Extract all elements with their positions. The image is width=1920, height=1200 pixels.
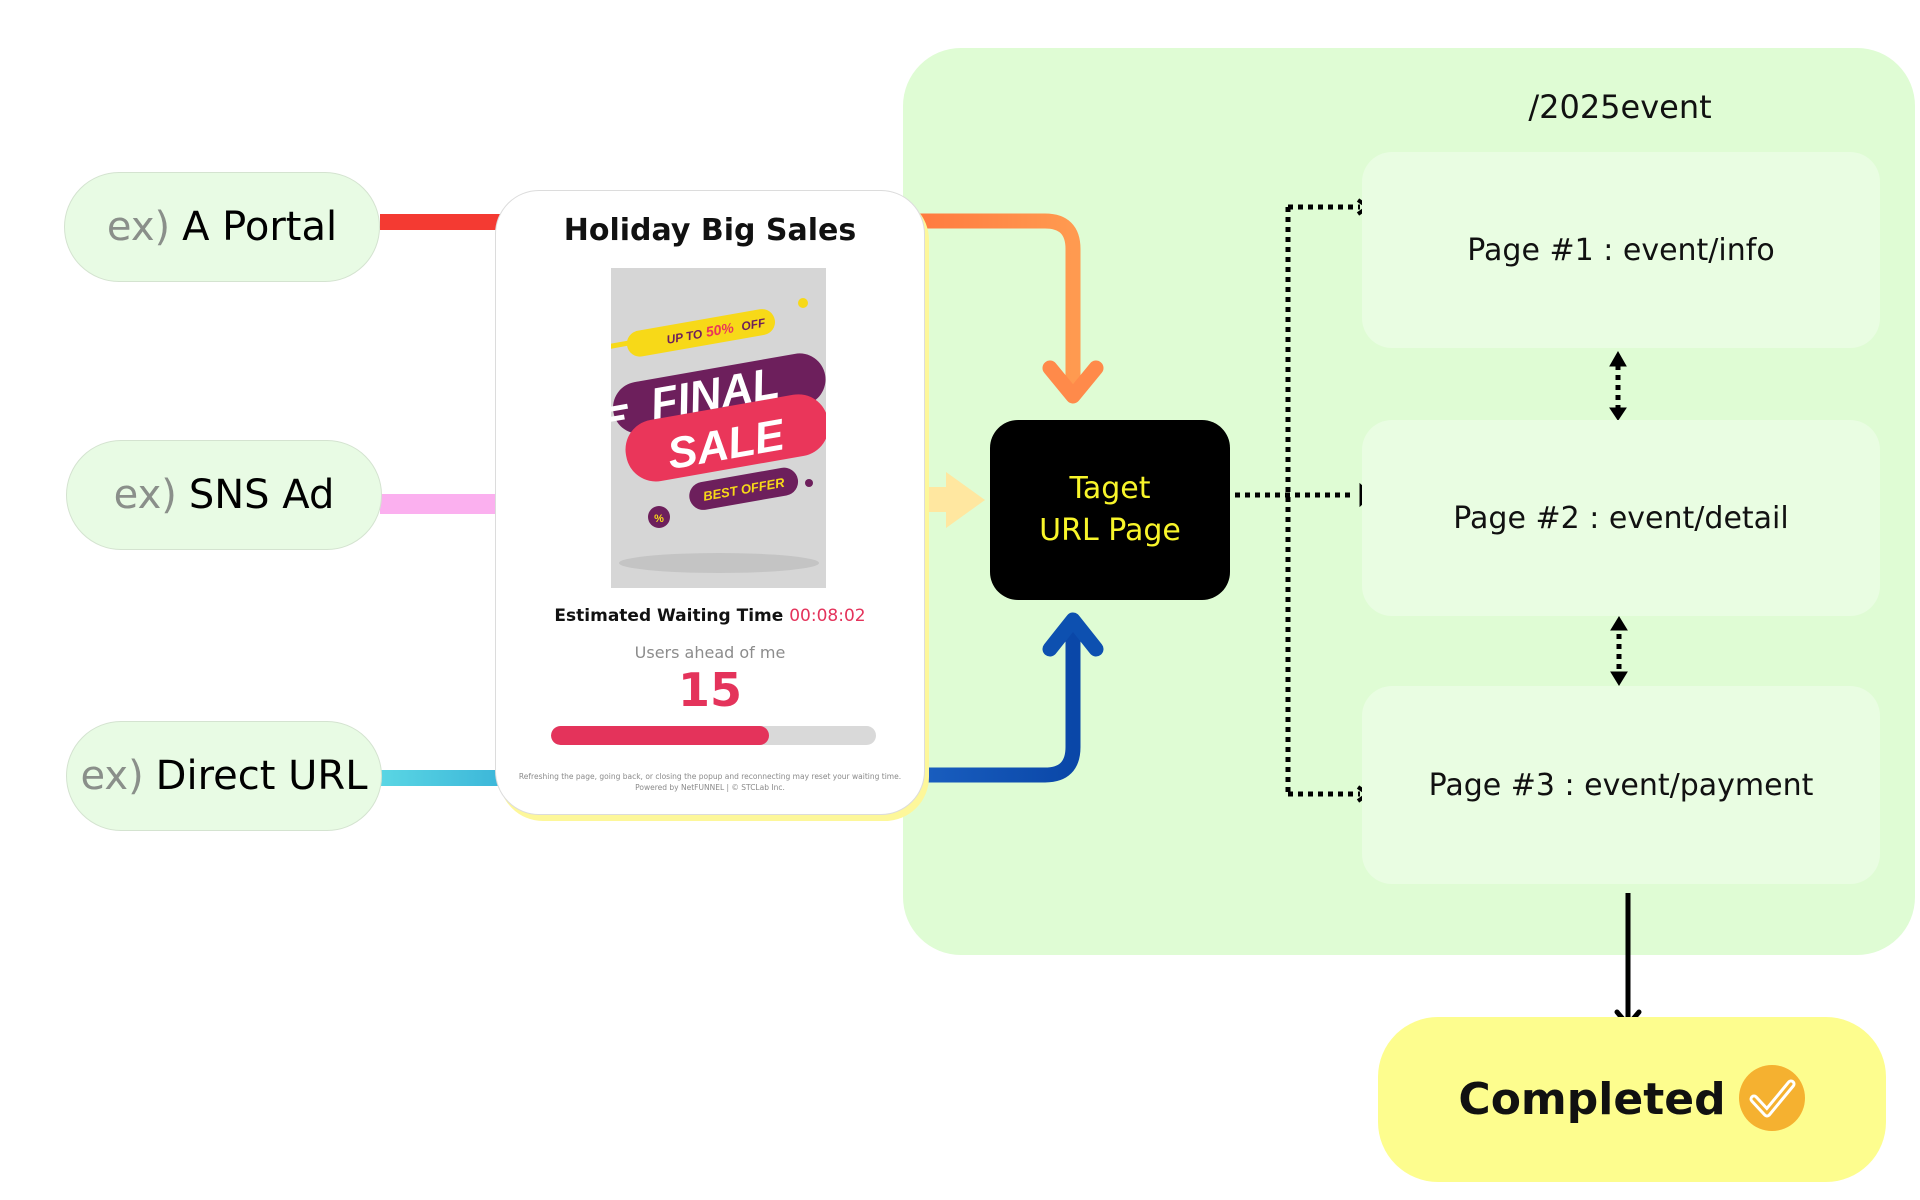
- target-line2: URL Page: [1039, 513, 1181, 548]
- source-label: SNS Ad: [188, 472, 335, 518]
- source-pill-portal: ex) A Portal: [64, 172, 380, 282]
- wait-label: Estimated Waiting Time: [554, 606, 784, 626]
- arrow-orange: [910, 213, 1104, 404]
- waiting-room-card: Holiday Big Sales % UP TO 50% OFF FINAL: [495, 190, 925, 815]
- arrow-blue: [910, 612, 1104, 783]
- sale-poster: % UP TO 50% OFF FINAL SALE BEST OFFER: [611, 268, 826, 588]
- event-page-1: Page #1 : event/info: [1362, 152, 1880, 348]
- users-ahead-label: Users ahead of me: [634, 643, 786, 662]
- arrow-to-completed: [1614, 893, 1642, 1029]
- source-label: A Portal: [182, 204, 338, 250]
- poster-badge-percent: 50%: [704, 319, 735, 340]
- source-prefix: ex): [113, 472, 177, 518]
- arrow-yellow: [928, 472, 985, 528]
- poster-badge-suffix: OFF: [740, 316, 767, 334]
- event-page-2: Page #2 : event/detail: [1362, 420, 1880, 616]
- poster-badge-prefix: UP TO: [665, 327, 704, 347]
- wait-time: 00:08:02: [789, 606, 866, 626]
- event-group-title: /2025event: [1528, 88, 1712, 126]
- completed-box: Completed: [1378, 1017, 1886, 1182]
- event-page-3: Page #3 : event/payment: [1362, 686, 1880, 884]
- footnote-powered-by: Powered by NetFUNNEL | © STCLab Inc.: [635, 783, 785, 792]
- users-ahead-count: 15: [677, 663, 742, 717]
- estimated-wait: Estimated Waiting Time 00:08:02: [496, 606, 924, 626]
- source-label: Direct URL: [155, 753, 368, 799]
- source-pill-direct: ex) Direct URL: [66, 721, 382, 831]
- connector-sns: [380, 494, 500, 514]
- connector-portal: [380, 214, 510, 230]
- card-footnote: Refreshing the page, going back, or clos…: [496, 771, 924, 793]
- source-prefix: ex): [80, 753, 144, 799]
- source-pill-sns: ex) SNS Ad: [66, 440, 382, 550]
- poster-percent-symbol: %: [654, 513, 664, 525]
- page-label: Page #1 : event/info: [1467, 232, 1775, 268]
- target-url-page: Taget URL Page: [990, 420, 1230, 600]
- source-prefix: ex): [106, 204, 171, 250]
- target-line1: Taget: [1069, 471, 1151, 506]
- queue-progress-fill: [551, 726, 769, 745]
- footnote-warning: Refreshing the page, going back, or clos…: [518, 772, 902, 781]
- page-label: Page #3 : event/payment: [1428, 767, 1814, 803]
- completed-label: Completed: [1458, 1074, 1726, 1125]
- connector-direct: [380, 770, 510, 786]
- queue-progress-bar: [551, 726, 876, 745]
- card-title: Holiday Big Sales: [563, 213, 857, 248]
- page-label: Page #2 : event/detail: [1453, 500, 1789, 536]
- check-circle-icon: [1738, 1064, 1806, 1136]
